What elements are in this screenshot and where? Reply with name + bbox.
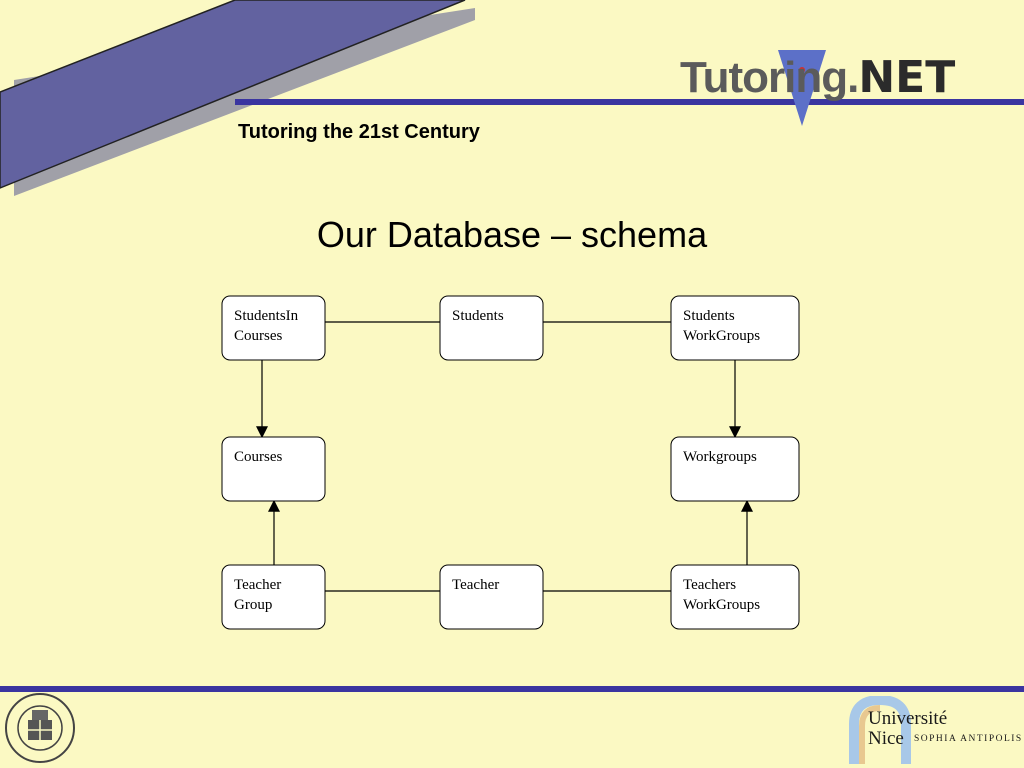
node-label: Teacher	[452, 577, 499, 593]
node-workgroups: Workgroups	[670, 436, 800, 502]
top-rule	[235, 99, 1024, 105]
node-label: WorkGroups	[683, 328, 760, 344]
node-label: Workgroups	[683, 449, 757, 465]
node-box	[221, 436, 326, 502]
university-name-line3: SOPHIA ANTIPOLIS	[914, 734, 1023, 744]
slide-title: Our Database – schema	[316, 214, 708, 255]
node-label: Courses	[234, 449, 282, 465]
edges-layer	[256, 321, 753, 592]
node-box	[439, 564, 544, 630]
node-box	[670, 436, 800, 502]
node-label: Teachers	[683, 577, 736, 593]
logo-wordmark: Tutoring.NET	[680, 52, 955, 103]
university-name-line2: Nice	[868, 728, 904, 749]
node-label: Teacher	[234, 577, 281, 593]
universite-nice-logo: Université Nice SOPHIA ANTIPOLIS	[848, 694, 1024, 766]
logo-triangle-icon	[778, 50, 826, 126]
header-subtitle: Tutoring the 21st Century	[238, 121, 480, 143]
node-box	[439, 295, 544, 361]
node-students: Students	[439, 295, 544, 361]
node-label: Courses	[234, 328, 282, 344]
university-seal-logo	[5, 693, 75, 763]
node-label: Students	[452, 308, 504, 324]
logo-left-text: Tutoring.	[680, 53, 859, 102]
node-label: Students	[683, 308, 735, 324]
node-courses: Courses	[221, 436, 326, 502]
node-teacher: Teacher	[439, 564, 544, 630]
node-label: Group	[234, 597, 272, 613]
node-label: StudentsIn	[234, 308, 299, 324]
banner-band	[0, 0, 466, 189]
node-box	[670, 564, 800, 630]
node-box	[221, 564, 326, 630]
tutoring-net-logo: Tutoring.NET	[680, 50, 1024, 130]
logo-net-text: NET	[858, 52, 956, 103]
node-label: WorkGroups	[683, 597, 760, 613]
nice-arch-icon	[849, 696, 911, 764]
node-box	[221, 295, 326, 361]
university-name-line1: Université	[868, 708, 948, 729]
bottom-rule	[0, 686, 1024, 692]
node-box	[670, 295, 800, 361]
